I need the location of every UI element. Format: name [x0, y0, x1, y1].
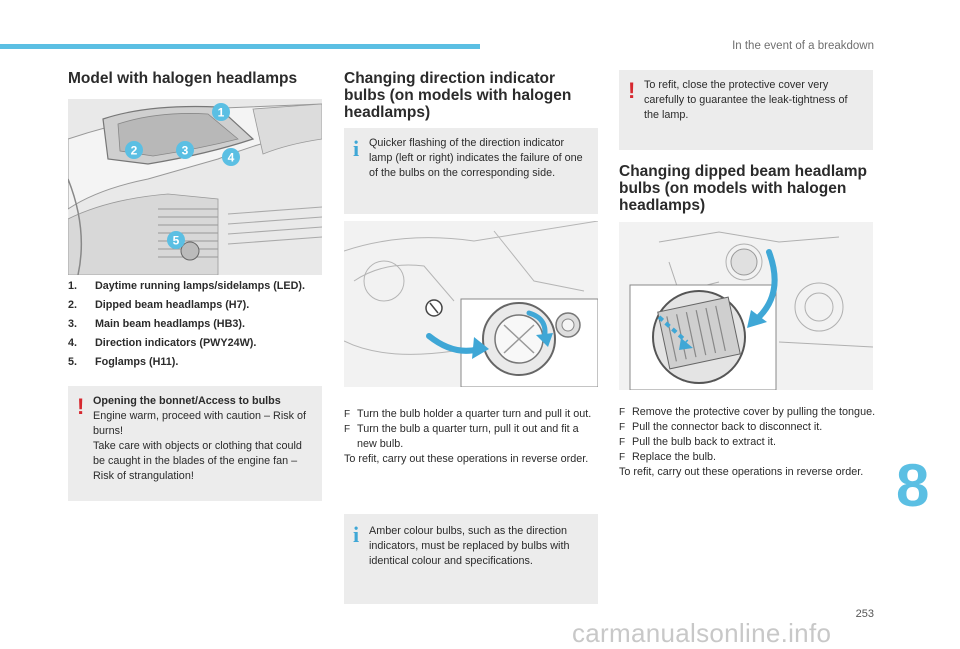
- warning-text-burns: Engine warm, proceed with caution – Risk…: [93, 410, 307, 437]
- info-box-amber: i Amber colour bulbs, such as the direct…: [344, 514, 598, 604]
- callout-1: 1: [218, 106, 225, 120]
- refit-text: To refit, carry out these operations in …: [619, 466, 864, 478]
- warning-text-fan: Take care with objects or clothing that …: [93, 440, 302, 482]
- dipped-beam-illustration: [619, 222, 873, 390]
- headlamp-illustration: 1 2 3 4 5: [68, 99, 322, 275]
- step-arrow-icon: F: [344, 409, 351, 420]
- info-icon: i: [353, 136, 360, 161]
- list-item: 4.Direction indicators (PWY24W).: [68, 337, 257, 349]
- bulb-list: 1.Daytime running lamps/sidelamps (LED).…: [68, 280, 318, 375]
- step-arrow-icon: F: [619, 452, 626, 463]
- headlamp-photo: 1 2 3 4 5: [68, 99, 322, 275]
- warning-text-refit: To refit, close the protective cover ver…: [644, 79, 848, 121]
- callout-4: 4: [228, 151, 235, 165]
- info-box-flashing: i Quicker flashing of the direction indi…: [344, 128, 598, 214]
- callout-5: 5: [173, 234, 180, 248]
- section-header: In the event of a breakdown: [732, 40, 874, 52]
- info-text-flashing: Quicker flashing of the direction indica…: [369, 137, 583, 179]
- warning-icon: !: [628, 78, 636, 103]
- callout-2: 2: [131, 144, 138, 158]
- warning-box-bonnet: ! Opening the bonnet/Access to bulbs Eng…: [68, 386, 322, 501]
- step-arrow-icon: F: [619, 407, 626, 418]
- heading-dipped-beam: Changing dipped beam headlamp bulbs (on …: [619, 163, 868, 214]
- direction-indicator-photo: [344, 221, 598, 387]
- warning-title: Opening the bonnet/Access to bulbs: [93, 395, 281, 407]
- warning-box-refit: ! To refit, close the protective cover v…: [619, 70, 873, 150]
- info-icon: i: [353, 522, 360, 547]
- heading-direction-indicator: Changing direction indicator bulbs (on m…: [344, 70, 572, 121]
- step-arrow-icon: F: [619, 437, 626, 448]
- warning-icon: !: [77, 394, 85, 419]
- bulb-holder-illustration: [344, 221, 598, 387]
- callout-3: 3: [182, 144, 189, 158]
- list-item: 5.Foglamps (H11).: [68, 356, 179, 368]
- step-arrow-icon: F: [344, 424, 351, 435]
- info-text-amber: Amber colour bulbs, such as the directio…: [369, 525, 570, 567]
- refit-text: To refit, carry out these operations in …: [344, 453, 589, 465]
- dipped-beam-photo: [619, 222, 873, 390]
- top-accent-bar: [0, 44, 480, 49]
- list-item: 1.Daytime running lamps/sidelamps (LED).: [68, 280, 305, 292]
- heading-halogen-headlamps: Model with halogen headlamps: [68, 70, 298, 87]
- step-arrow-icon: F: [619, 422, 626, 433]
- chapter-number: 8: [896, 452, 930, 519]
- watermark: carmanualsonline.info: [572, 618, 832, 648]
- list-item: 2.Dipped beam headlamps (H7).: [68, 299, 250, 311]
- page-number: 253: [855, 608, 874, 620]
- list-item: 3.Main beam headlamps (HB3).: [68, 318, 245, 330]
